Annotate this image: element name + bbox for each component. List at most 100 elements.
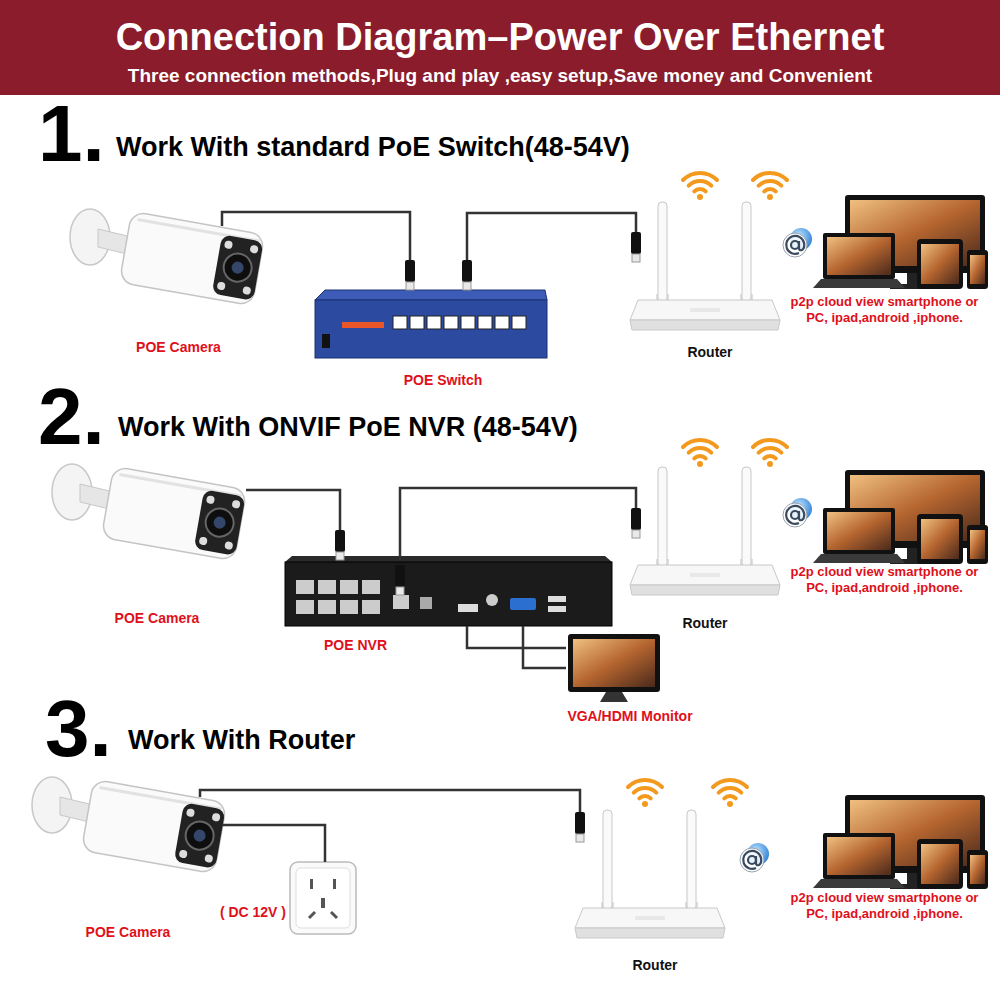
device-caption: POE Switch [404, 372, 483, 389]
section-number: 1. [38, 94, 105, 174]
poe-switch-picture [427, 316, 441, 329]
camera-picture [70, 209, 265, 306]
device-caption: VGA/HDMI Monitor [567, 708, 692, 725]
wifi-icon [753, 440, 787, 467]
rj45-plug [631, 508, 641, 538]
device-caption: Router [682, 615, 727, 632]
poe-switch-picture [315, 300, 547, 358]
network-cable [222, 212, 410, 290]
device-caption: Router [632, 957, 677, 974]
router-picture [630, 467, 780, 595]
subtitle: Three connection methods,Plug and play ,… [128, 66, 872, 85]
poe-switch-device: POE Switch [313, 290, 547, 360]
poe-switch-picture [461, 316, 475, 329]
device-caption: ( DC 12V ) [220, 904, 286, 921]
camera-device: POE Camera [52, 470, 246, 570]
network-cable [467, 213, 636, 290]
camera-device: POE Camera [70, 226, 265, 322]
network-cable [222, 825, 325, 862]
viewer-devices: p2p cloud view smartphone or PC, ipad,an… [815, 470, 990, 560]
network-cable [246, 490, 340, 560]
nvr-picture [285, 556, 612, 626]
poe-switch-picture [342, 322, 384, 328]
monitor-picture [568, 634, 660, 702]
viewer-devices: p2p cloud view smartphone or PC, ipad,an… [815, 795, 990, 885]
device-caption: p2p cloud view smartphone or PC, ipad,an… [782, 564, 987, 595]
power-outlet-picture [331, 912, 337, 918]
rj45-plug [631, 232, 641, 262]
power-outlet-picture [309, 912, 315, 918]
section-number: 2. [38, 377, 105, 457]
device-caption: Router [687, 344, 732, 361]
monitor-picture [568, 634, 660, 692]
monitor-device: VGA/HDMI Monitor [566, 632, 662, 702]
camera-picture [52, 464, 247, 561]
rj45-plug [462, 260, 472, 290]
rj45-plug [575, 812, 585, 842]
nvr-picture [420, 597, 432, 609]
camera-picture [32, 777, 227, 874]
wifi-icon [683, 440, 717, 467]
poe-switch-picture [322, 334, 330, 348]
network-cable [200, 790, 580, 842]
nvr-picture [318, 600, 336, 614]
nvr-picture [510, 598, 536, 610]
network-cable [467, 626, 566, 648]
cloud-icon [783, 228, 812, 257]
device-caption: POE NVR [324, 637, 387, 654]
poe-switch-picture [495, 316, 509, 329]
device-caption: p2p cloud view smartphone or PC, ipad,an… [782, 890, 987, 921]
nvr-picture [458, 604, 478, 612]
section-heading: Work With standard PoE Switch(48-54V) [116, 134, 630, 161]
nvr-picture [340, 600, 358, 614]
nvr-picture [548, 596, 566, 602]
section-heading: Work With ONVIF PoE NVR (48-54V) [118, 414, 578, 441]
nvr-picture [362, 600, 380, 614]
rj45-plug [335, 530, 345, 560]
poe-nvr-device: POE NVR [285, 560, 612, 626]
router-device: Router [630, 538, 780, 595]
nvr-picture [285, 556, 612, 562]
nvr-picture [296, 600, 314, 614]
network-cable [523, 626, 566, 668]
router-picture [575, 810, 725, 938]
wifi-icon [683, 173, 717, 200]
wifi-icon [753, 173, 787, 200]
poe-switch-picture [478, 316, 492, 329]
nvr-picture [486, 594, 498, 606]
title-band [0, 0, 1000, 95]
router-device: Router [575, 842, 725, 938]
poe-switch-picture [410, 316, 424, 329]
nvr-picture [318, 580, 336, 594]
nvr-picture [548, 606, 566, 612]
device-caption: POE Camera [86, 924, 171, 941]
viewer-devices-picture [813, 795, 988, 889]
cloud-icon [783, 498, 812, 527]
poe-switch-picture [444, 316, 458, 329]
section-heading: Work With Router [128, 727, 355, 754]
poe-switch-picture [393, 316, 407, 329]
network-cable [400, 488, 636, 560]
rj45-plug [395, 565, 405, 595]
router-picture [630, 202, 780, 330]
power-outlet-picture [310, 879, 313, 889]
power-outlet-picture [296, 868, 350, 928]
viewer-devices-picture [813, 195, 988, 289]
viewer-devices: p2p cloud view smartphone or PC, ipad,an… [815, 195, 990, 290]
camera-device: POE Camera [32, 797, 222, 882]
title: Connection Diagram–Power Over Ethernet [116, 18, 885, 56]
nvr-picture [340, 580, 358, 594]
rj45-plug [405, 260, 415, 290]
power-outlet: ( DC 12V ) [290, 862, 356, 934]
router-device: Router [630, 262, 780, 330]
section-number: 3. [45, 689, 112, 769]
wifi-icon [713, 780, 747, 807]
power-outlet-picture [290, 862, 356, 934]
nvr-picture [296, 580, 314, 594]
device-caption: POE Camera [115, 610, 200, 627]
wifi-icon [628, 780, 662, 807]
nvr-picture [362, 580, 380, 594]
nvr-picture [393, 595, 409, 609]
poe-switch-picture [315, 290, 547, 358]
